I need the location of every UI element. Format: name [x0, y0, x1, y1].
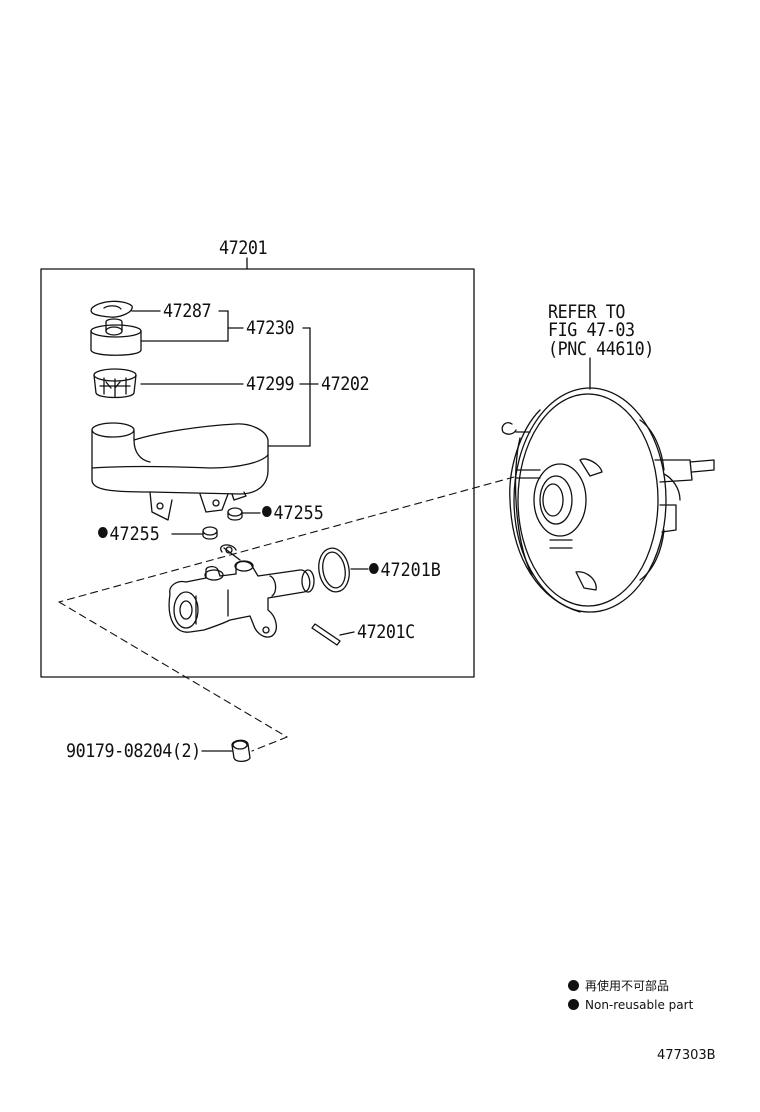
ring-47287	[90, 300, 133, 318]
brake-booster	[501, 387, 715, 613]
strainer-47299	[93, 368, 137, 399]
label-grommet-right: 47255	[262, 503, 324, 523]
label-ring-47287: 47287	[163, 300, 212, 322]
label-nut-90179: 90179-08204(2)	[66, 740, 201, 762]
non-reusable-dot-icon	[369, 563, 379, 574]
refer-line-1: REFER TO	[548, 301, 626, 323]
label-reservoir-47202: 47202	[321, 373, 370, 395]
refer-line-2: FIG 47-03	[548, 319, 635, 341]
cap-47230	[90, 318, 142, 356]
label-assembly-47201: 47201	[219, 237, 268, 259]
refer-line-3: (PNC 44610)	[548, 338, 654, 360]
label-pin-47201C: 47201C	[357, 621, 415, 643]
figure-id: 477303B	[657, 1048, 716, 1063]
dashed-lines	[58, 476, 515, 752]
label-grommet-left: 47255	[98, 524, 160, 544]
assembly-bracket	[40, 257, 475, 678]
reservoir-47202	[91, 422, 269, 521]
grommet-left	[202, 526, 218, 540]
label-cap-47230: 47230	[246, 317, 295, 339]
non-reusable-dot-icon	[98, 527, 108, 538]
non-reusable-dot-icon	[568, 980, 579, 991]
legend-jp: 再使用不可部品	[568, 979, 669, 993]
non-reusable-dot-icon	[568, 999, 579, 1010]
grommet-right	[227, 507, 243, 521]
non-reusable-dot-icon	[262, 506, 272, 517]
nut-90179	[231, 739, 251, 763]
label-strainer-47299: 47299	[246, 373, 295, 395]
leader-lines	[131, 310, 591, 752]
oring-47201B	[318, 547, 350, 593]
master-cylinder	[168, 544, 315, 638]
legend-en: Non-reusable part	[568, 998, 693, 1012]
label-oring-47201B: 47201B	[369, 560, 441, 580]
pin-47201C	[311, 623, 341, 646]
